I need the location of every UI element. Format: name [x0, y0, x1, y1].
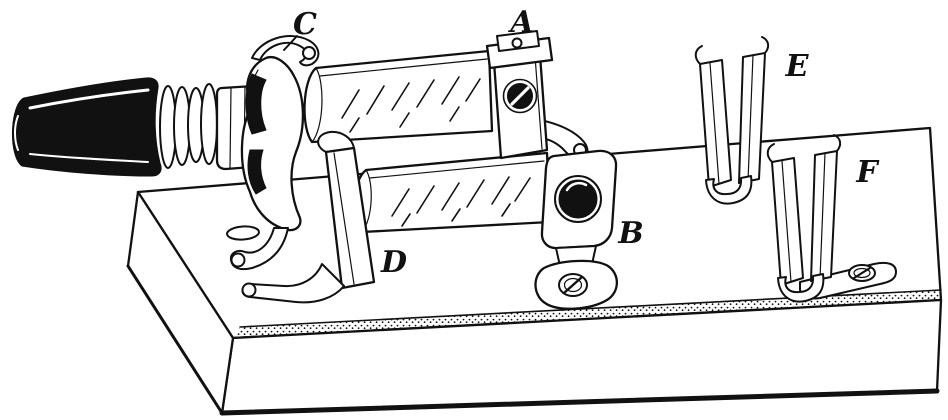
- knob-handle: [12, 77, 162, 177]
- arm-shading: [245, 73, 267, 135]
- upper-glass-tube: [303, 49, 494, 144]
- clip-bottom-bend: [705, 175, 753, 205]
- clip-back-prong: [738, 52, 766, 184]
- part-label-b: B: [617, 216, 643, 251]
- part-label-a: A: [507, 5, 533, 40]
- detector-arm-c: [229, 35, 320, 271]
- clip-rolled-tip: [302, 46, 316, 60]
- glass-hatching: [391, 176, 531, 227]
- support-strap-d: [241, 130, 376, 304]
- knob-body: [12, 77, 162, 177]
- strap-top-curl: [317, 130, 355, 153]
- arm-shading-lower: [247, 149, 267, 195]
- hook-rolled-end: [230, 252, 246, 268]
- base-stipple-band: [233, 290, 941, 338]
- clip-bottom-bend: [777, 273, 825, 303]
- clip-back-prong: [810, 150, 838, 282]
- glass-hatching: [341, 76, 481, 133]
- spring-clip-f: [766, 134, 897, 303]
- tube-body: [303, 49, 494, 144]
- screw-ring: [502, 78, 538, 114]
- part-label-e: E: [785, 49, 810, 84]
- clip-front-prong: [699, 59, 732, 188]
- foot-rolled-end: [241, 282, 257, 298]
- part-labels: C A E F B D: [283, 5, 880, 280]
- cap-screw: [511, 37, 523, 49]
- clip-front-prong: [771, 157, 804, 286]
- top-spring-clip: [251, 35, 320, 67]
- clamp-b: [534, 149, 619, 310]
- lower-glass-tube: [353, 151, 552, 234]
- base-mounting-hole: [226, 225, 260, 241]
- spring-clip-e: [694, 36, 770, 205]
- binding-post-a: [485, 30, 589, 161]
- part-label-d: D: [380, 245, 407, 280]
- clamp-hole: [558, 179, 598, 219]
- part-label-f: F: [855, 155, 880, 190]
